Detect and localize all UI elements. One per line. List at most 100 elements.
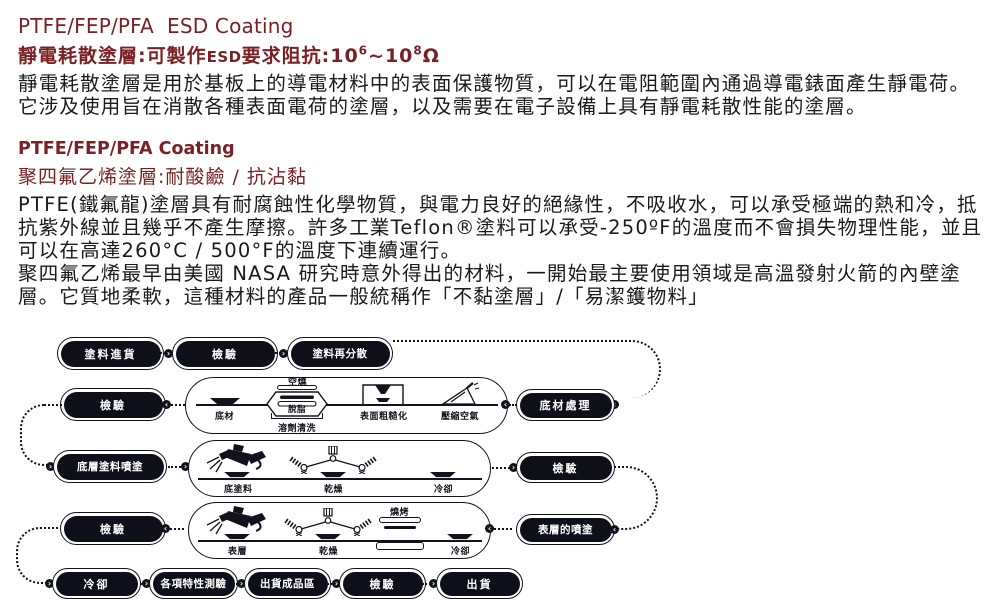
flow-node-label: 塗料進貨 [60, 340, 161, 367]
bake-tray-icon [376, 542, 424, 550]
flow-node-paint-redispersion: 塗料再分散 [287, 337, 393, 370]
compressed-air-label: 壓縮空氣 [441, 412, 480, 422]
bake-label: 燒烤 [390, 508, 410, 518]
compressed-air-sprayer-icon [441, 382, 479, 405]
primer-platform-icon [224, 472, 250, 478]
flow-node-label: 底層塗料噴塗 [56, 453, 164, 480]
subtitle-part: 靜電耗散塗層:可製作 [18, 45, 207, 67]
flow-node-label: 檢驗 [63, 515, 163, 542]
dotted-curve-left-1 [20, 404, 62, 466]
dry-label: 乾燥 [324, 485, 344, 495]
dotted-connector [509, 404, 517, 406]
arrow-right-icon: › [429, 579, 438, 588]
flow-node-label: 冷卻 [55, 571, 138, 596]
topcoat-platform-icon [224, 534, 250, 540]
process-baseline [198, 540, 482, 542]
flow-node-label: 表層的噴塗 [519, 517, 612, 542]
flow-node-inspection-5: 檢驗 [339, 568, 426, 599]
esd-abbrev: ESD [206, 48, 242, 66]
primer-label: 底塗料 [224, 485, 253, 495]
esd-section-title: PTFE/FEP/PFA ESD Coating [18, 14, 294, 38]
coating-body-paragraph-2: 聚四氟乙烯最早由美國 NASA 研究時意外得出的材料，一開始最主要使用領域是高溫… [18, 262, 962, 308]
substrate-platform-icon [210, 398, 240, 404]
dotted-curve-top-right [393, 340, 661, 398]
spray-gun-icon [206, 444, 266, 473]
flow-node-finished-goods-area: 出貨成品區 [244, 568, 331, 599]
bake-bar-icon [384, 526, 416, 529]
solvent-clean-bracket-icon [271, 413, 323, 419]
coating-section-subtitle: 聚四氟乙烯塗層:耐酸鹼 / 抗沾黏 [18, 166, 307, 188]
esd-body-paragraph: 靜電耗散塗層是用於基板上的導電材料中的表面保護物質，可以在電阻範圍內通過導電錶面… [18, 72, 971, 118]
cool-label: 冷卻 [451, 547, 471, 557]
exponent: 6 [358, 43, 369, 58]
air-bake-bars-icon [277, 385, 317, 390]
arrow-left-icon: ‹ [610, 525, 619, 534]
subtitle-part: Ω [422, 45, 440, 67]
air-bake-label: 空燒 [288, 378, 308, 388]
subtitle-part: ~10 [368, 45, 414, 67]
dotted-connector [136, 583, 146, 585]
solvent-clean-label: 溶劑清洗 [278, 424, 317, 434]
dotted-connector [492, 467, 510, 469]
arrow-left-icon: ‹ [501, 400, 510, 409]
coating-body-paragraph-1: PTFE(鐵氟龍)塗層具有耐腐蝕性化學物質，與電力良好的絕緣性，不吸收水，可以承… [18, 193, 983, 262]
dotted-connector [494, 528, 512, 530]
flow-node-substrate-treatment: 底材處理 [516, 389, 615, 421]
dry-platform-icon [320, 472, 346, 478]
arrow-right-icon: › [45, 579, 54, 588]
dry-platform-icon [315, 534, 341, 540]
cool-platform-icon [447, 534, 473, 540]
flow-node-label: 檢驗 [63, 391, 163, 418]
arrow-left-icon: ‹ [485, 524, 494, 533]
flow-node-label: 檢驗 [175, 340, 275, 367]
arrow-right-icon: › [142, 579, 151, 588]
flow-node-primer-spraying: 底層塗料噴塗 [53, 450, 167, 483]
flow-node-inspection-2: 檢驗 [60, 388, 166, 421]
flow-node-property-tests: 各項特性測驗 [149, 568, 238, 599]
process-baseline [196, 404, 498, 406]
arrow-right-icon: › [181, 462, 190, 471]
surface-roughening-label: 表面粗糙化 [360, 412, 408, 422]
dotted-connector [156, 352, 170, 354]
arrow-right-icon: › [237, 579, 246, 588]
dotted-curve-left-2 [16, 527, 58, 584]
degrease-label: 脫脂 [288, 405, 307, 415]
flow-node-label: 塗料再分散 [290, 340, 390, 367]
arrow-right-icon: › [509, 463, 518, 472]
cool-label: 冷卻 [434, 485, 454, 495]
drying-conveyor-icon [283, 508, 373, 536]
cool-platform-icon [430, 472, 456, 478]
surface-roughening-box-icon [362, 384, 404, 405]
arrow-left-icon: ‹ [162, 400, 171, 409]
dry-label: 乾燥 [319, 547, 339, 557]
substrate-label: 底材 [215, 412, 235, 422]
degrease-hexagon-icon [266, 391, 328, 417]
text-column: PTFE/FEP/PFA ESD Coating 靜電耗散塗層:可製作ESD要求… [18, 14, 990, 308]
drying-conveyor-icon [288, 446, 378, 474]
flow-node-label: 檢驗 [342, 571, 423, 596]
subtitle-part: 要求阻抗:10 [241, 45, 359, 67]
flow-node-label: 出貨 [439, 571, 520, 596]
topcoat-label: 表層 [228, 547, 248, 557]
flow-node-topcoat-spraying: 表層的噴塗 [516, 514, 615, 545]
flow-node-label: 出貨成品區 [247, 571, 328, 596]
arrow-right-icon: › [46, 462, 55, 471]
dotted-connector [170, 528, 184, 530]
esd-section-subtitle: 靜電耗散塗層:可製作ESD要求阻抗:106~108Ω [18, 41, 990, 68]
arrow-right-icon: › [164, 349, 173, 358]
dotted-connector [271, 352, 285, 354]
flow-node-label: 各項特性測驗 [152, 571, 235, 596]
flow-node-shipping: 出貨 [436, 568, 523, 599]
flow-node-label: 底材處理 [519, 392, 612, 418]
arrow-right-icon: › [332, 579, 341, 588]
coating-section-title: PTFE/FEP/PFA Coating [18, 139, 235, 159]
exponent: 8 [413, 43, 423, 58]
arrow-left-icon: ‹ [161, 524, 170, 533]
dotted-connector [422, 583, 434, 585]
flow-node-paint-incoming: 塗料進貨 [57, 337, 164, 370]
dotted-connector [168, 466, 184, 468]
dotted-connector [171, 404, 185, 406]
flow-node-inspection-1: 檢驗 [172, 337, 278, 370]
process-baseline [198, 478, 482, 480]
